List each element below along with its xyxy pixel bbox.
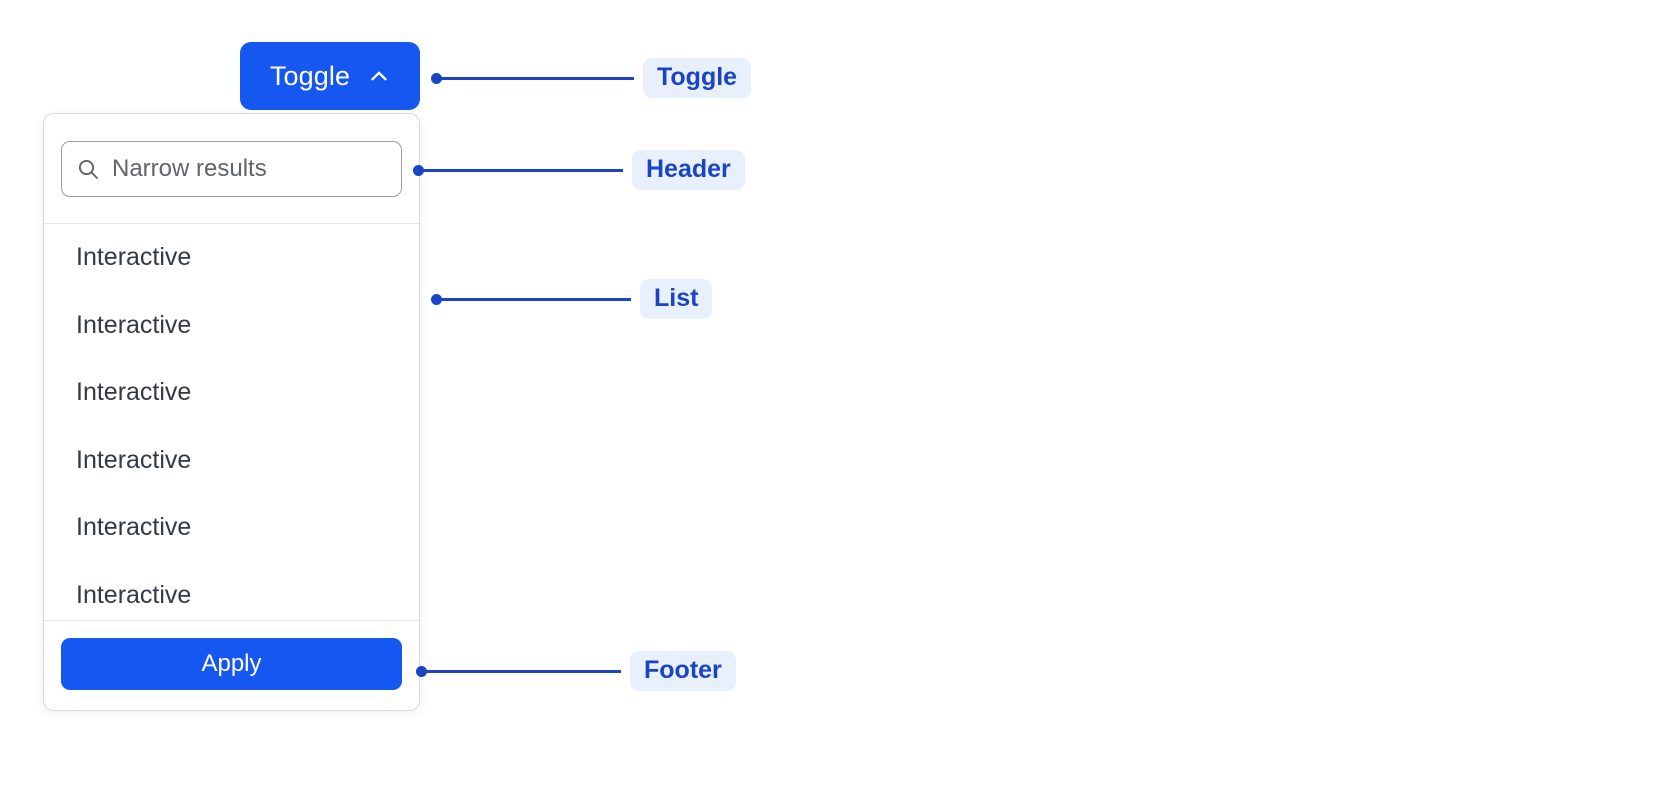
annotation-header: Header <box>413 149 745 191</box>
dropdown-list: Interactive Interactive Interactive Inte… <box>44 224 419 620</box>
apply-button[interactable]: Apply <box>61 638 402 690</box>
list-item[interactable]: Interactive <box>76 243 192 272</box>
list-item[interactable]: Interactive <box>76 310 192 339</box>
search-input[interactable] <box>112 155 387 183</box>
annotation-dot <box>416 665 427 677</box>
annotation-dot <box>431 72 442 84</box>
chevron-up-icon <box>368 65 390 87</box>
annotation-line <box>423 168 623 172</box>
dropdown-panel: Interactive Interactive Interactive Inte… <box>43 113 420 711</box>
annotation-label: Header <box>632 149 745 191</box>
annotation-footer: Footer <box>416 650 736 692</box>
list-item[interactable]: Interactive <box>76 513 192 542</box>
list-item[interactable]: Interactive <box>76 378 192 407</box>
annotation-line <box>441 297 631 301</box>
toggle-button[interactable]: Toggle <box>240 42 420 110</box>
search-icon <box>76 157 100 181</box>
annotation-line <box>441 76 634 80</box>
annotation-label: List <box>640 278 713 320</box>
search-field[interactable] <box>61 141 402 197</box>
annotation-list: List <box>431 278 713 320</box>
annotation-label: Footer <box>630 650 736 692</box>
list-item[interactable]: Interactive <box>76 580 192 609</box>
annotation-label: Toggle <box>643 57 752 99</box>
dropdown-header <box>44 114 419 224</box>
dropdown-footer: Apply <box>44 620 419 710</box>
annotation-dot <box>431 293 442 305</box>
annotation-line <box>426 669 621 673</box>
list-item[interactable]: Interactive <box>76 445 192 474</box>
toggle-button-label: Toggle <box>269 60 351 91</box>
annotation-toggle: Toggle <box>431 57 752 99</box>
annotation-dot <box>413 164 424 176</box>
